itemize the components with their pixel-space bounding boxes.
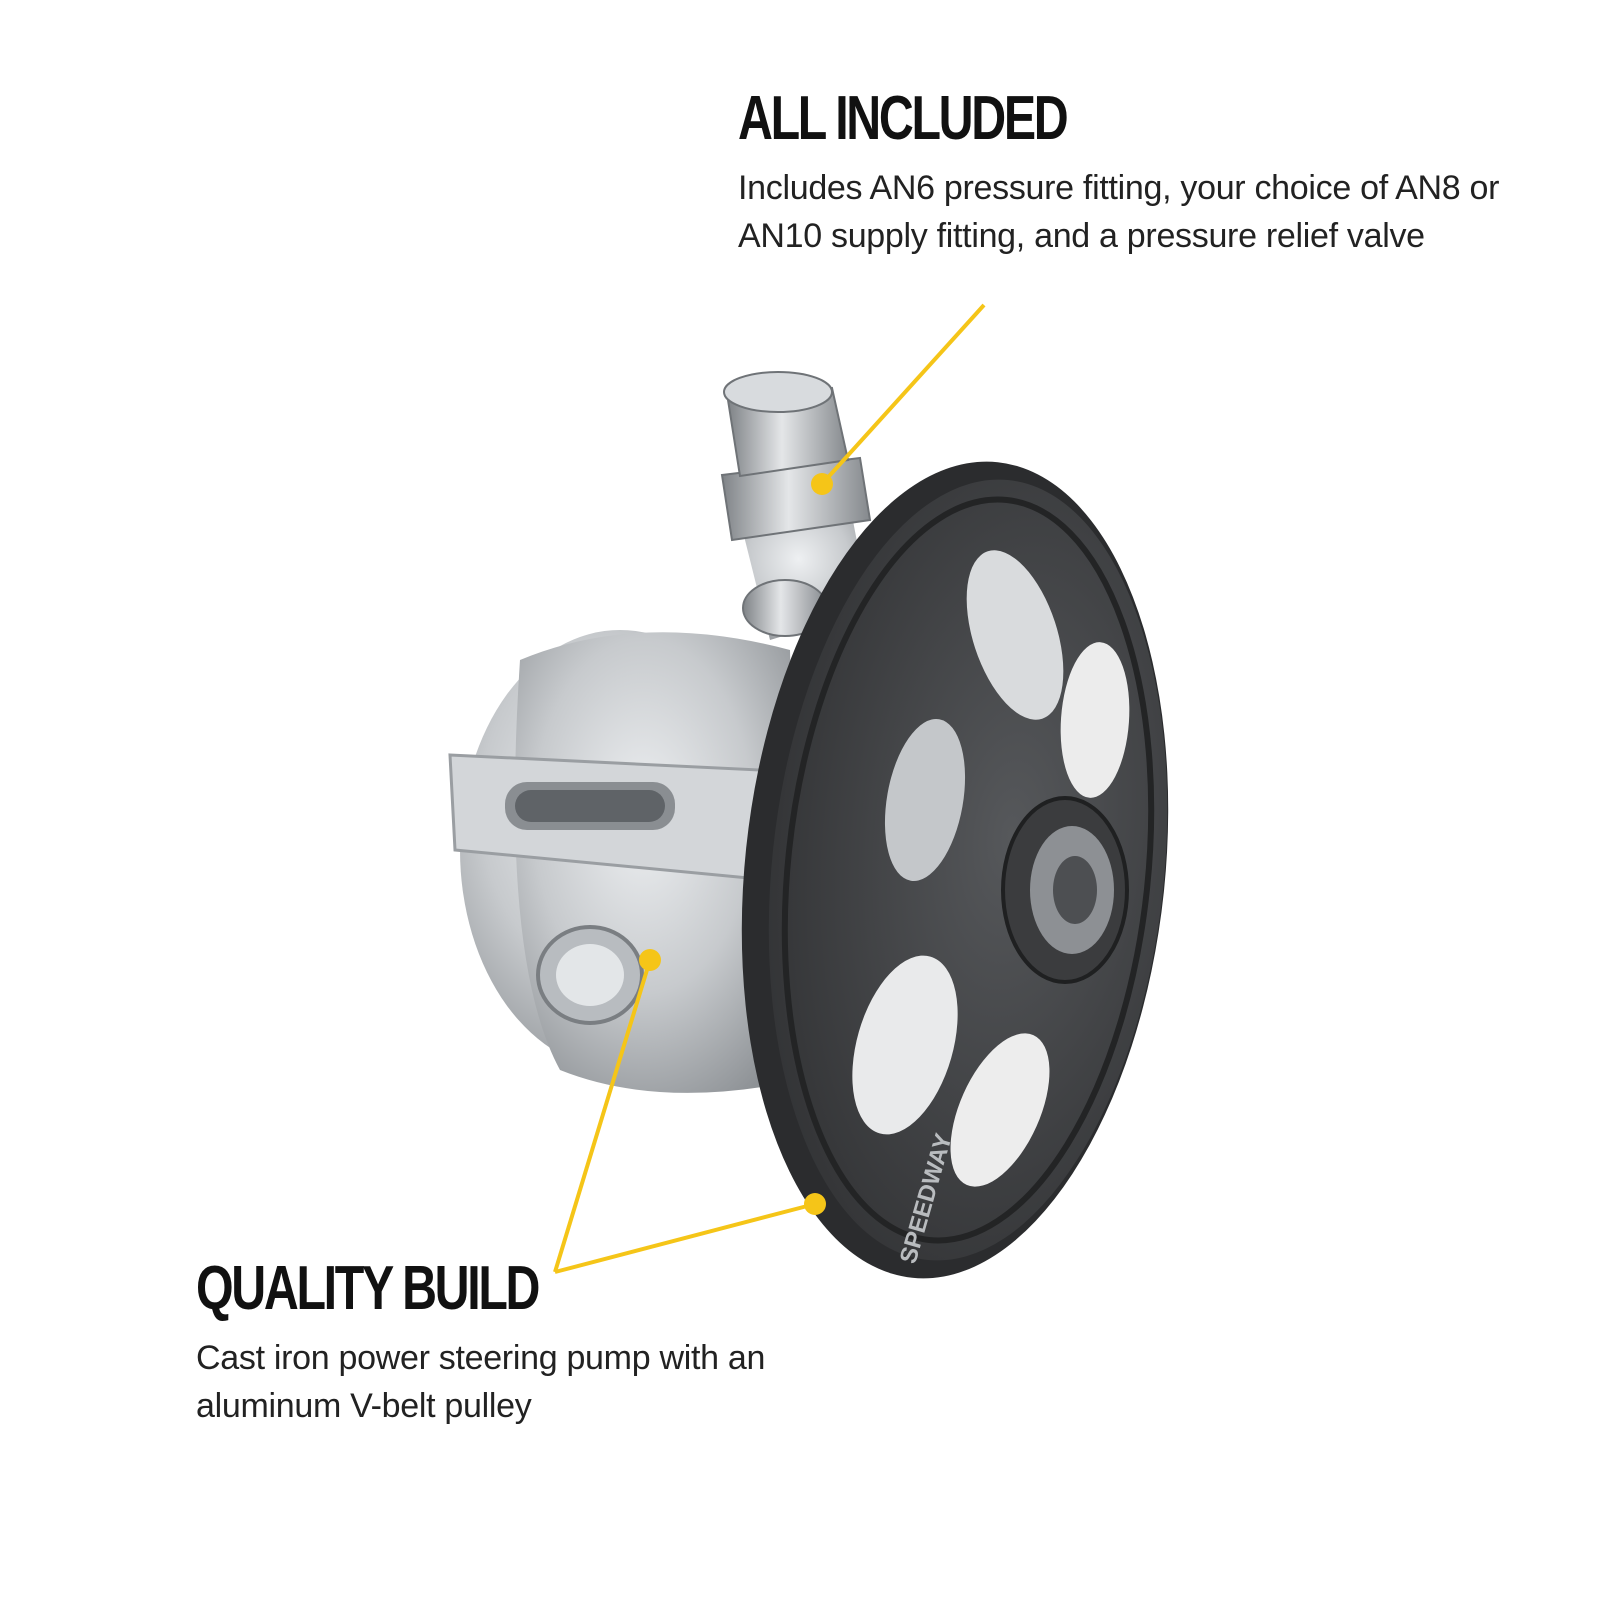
leader-line-quality-build-body [553,959,652,1273]
callout-all-included: ALL INCLUDED Includes AN6 pressure fitti… [738,88,1538,260]
marker-pump-body [639,949,661,971]
leader-line-quality-build-pulley [554,1202,816,1274]
callout-title: ALL INCLUDED [738,84,1069,153]
callout-title: QUALITY BUILD [196,1254,540,1323]
leader-line-all-included [820,303,986,486]
pump-body [448,630,800,1093]
callout-description: Includes AN6 pressure fitting, your choi… [738,169,1500,255]
callout-quality-build: QUALITY BUILD Cast iron power steering p… [196,1258,836,1430]
marker-fitting [811,473,833,495]
callout-description: Cast iron power steering pump with an al… [196,1339,766,1425]
marker-pulley [804,1193,826,1215]
callout-markers [639,473,833,1215]
v-belt-pulley: SPEEDWAY [741,461,1169,1279]
callout-leader-lines [553,303,986,1274]
